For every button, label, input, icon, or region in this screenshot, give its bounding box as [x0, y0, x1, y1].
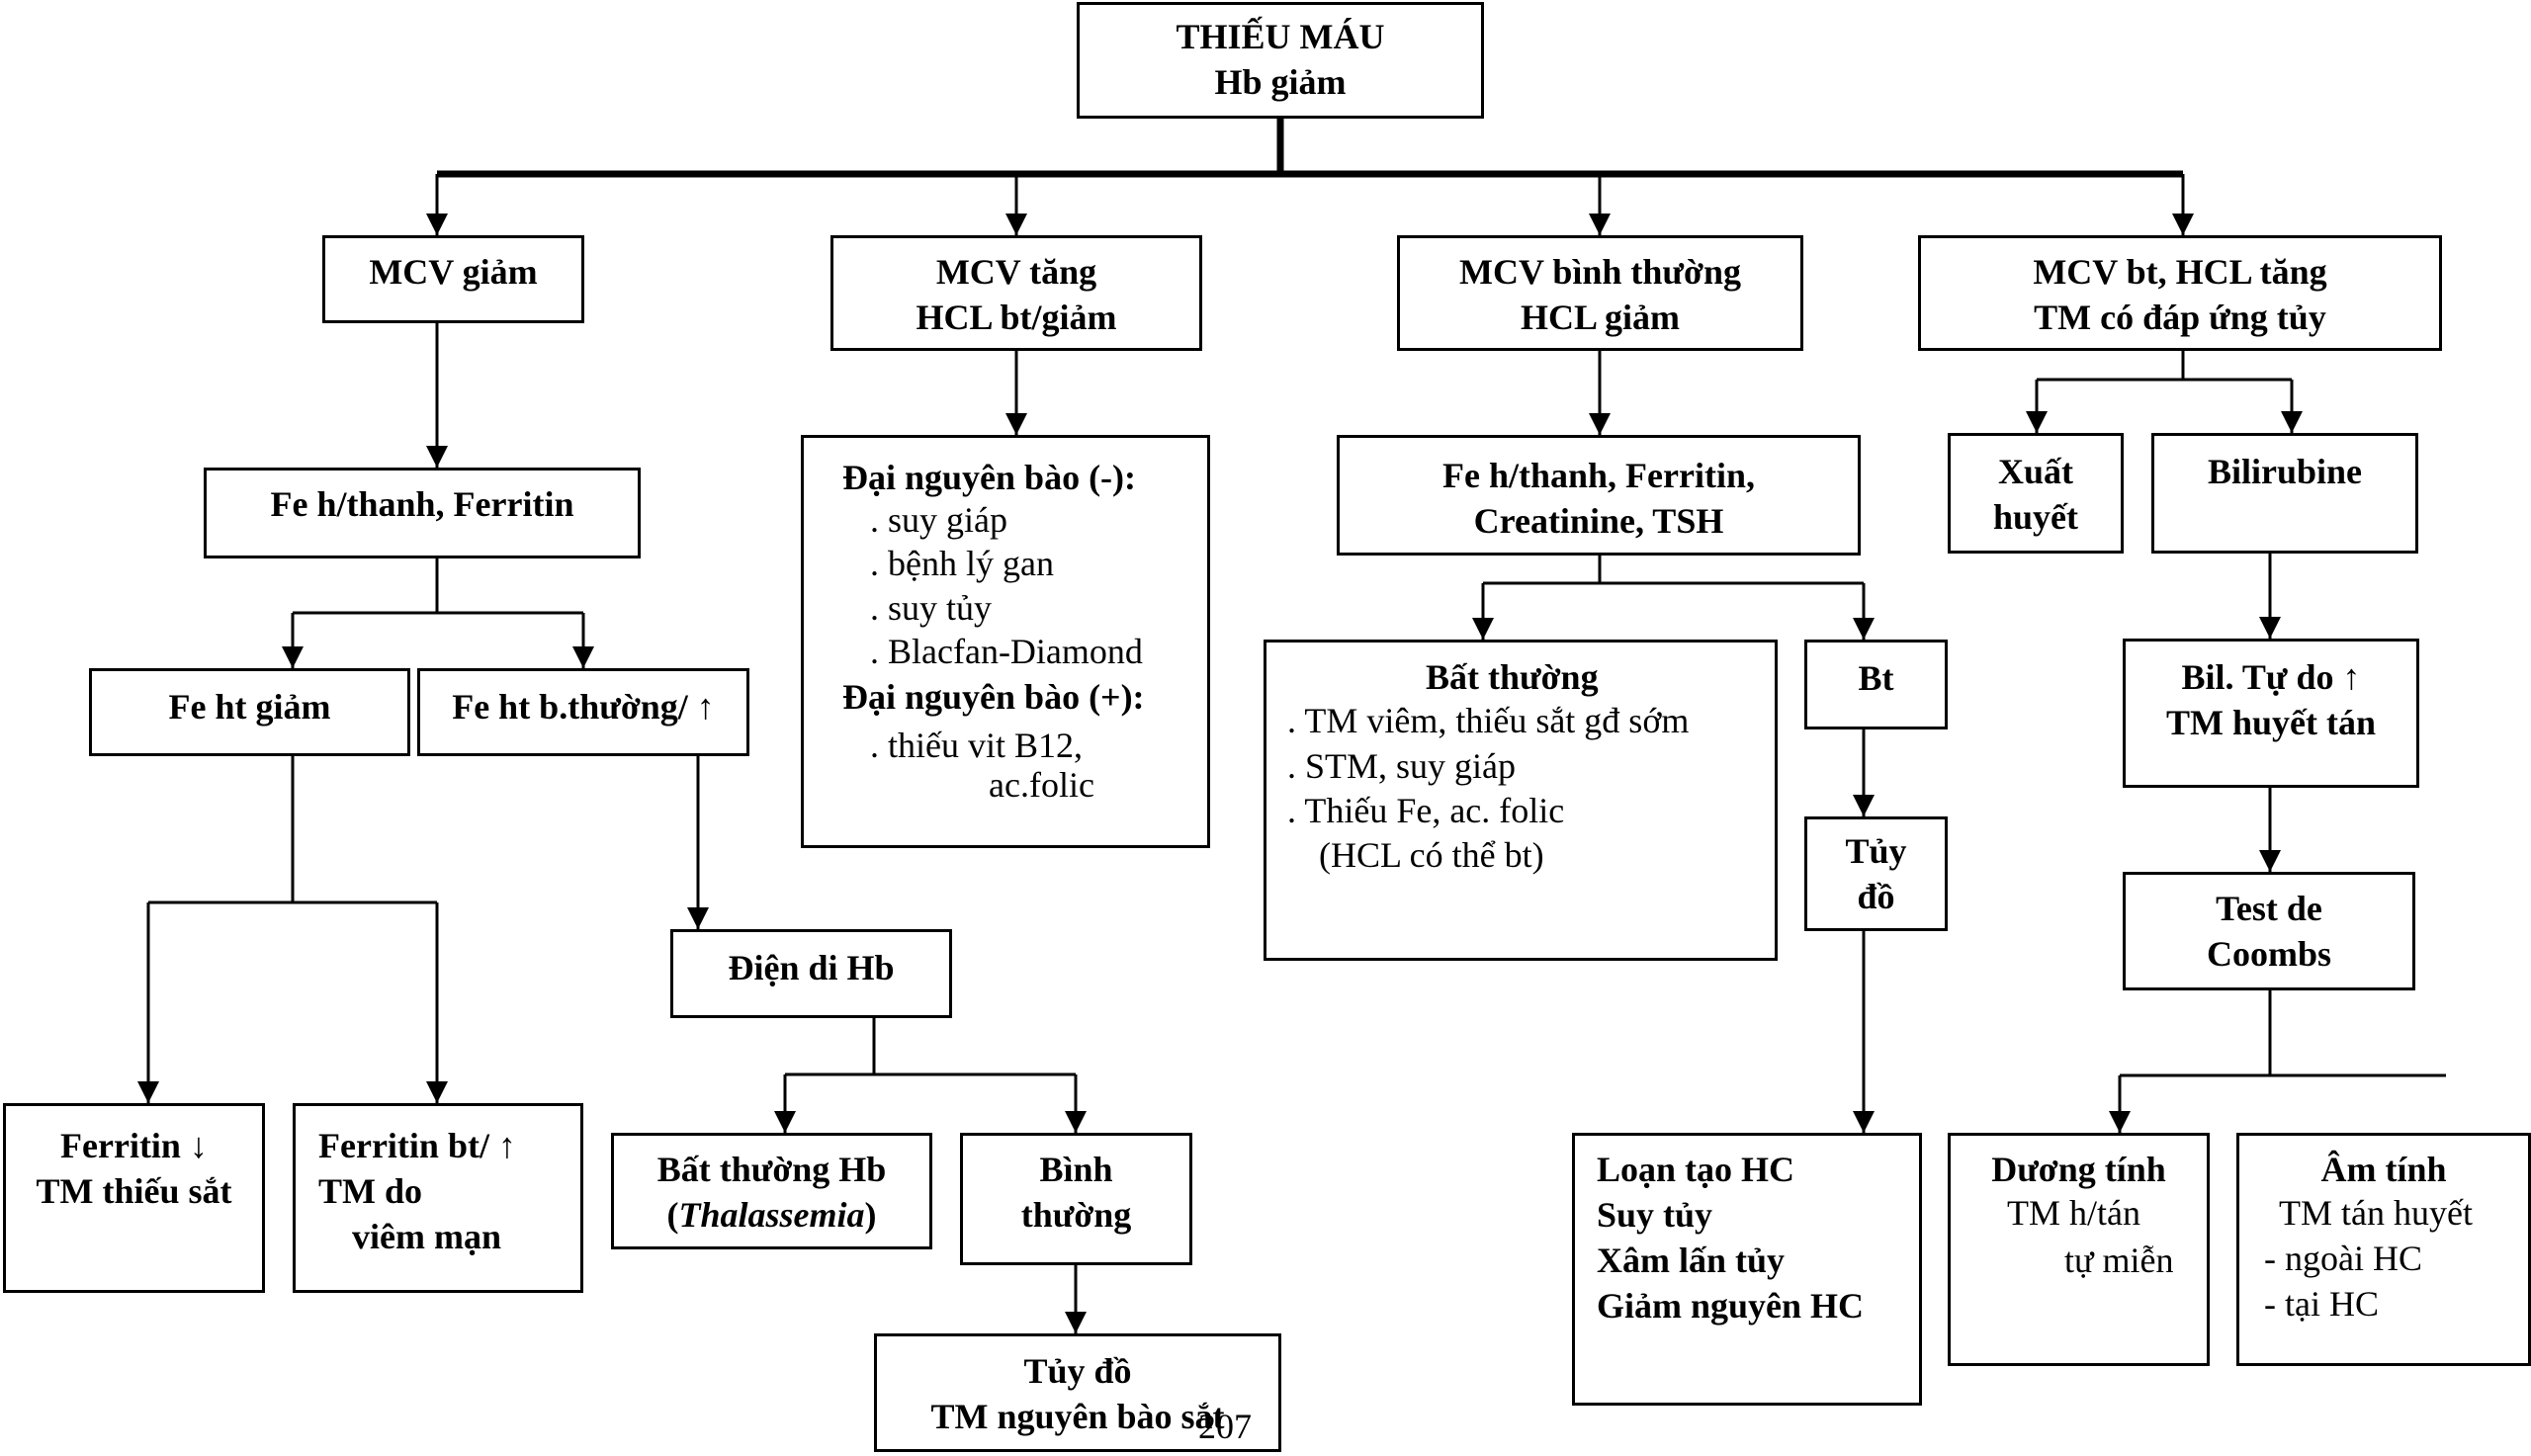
- bil-tu-do-line1: Bil. Tự do ↑: [2181, 657, 2361, 697]
- bt-item-tm-viem: . TM viêm, thiếu sắt gđ sớm: [1287, 701, 1690, 740]
- tuy-do-sat-box: [874, 1333, 1281, 1452]
- mcv-bt-line1: MCV bình thường: [1459, 252, 1741, 292]
- binh-thuong-box: [960, 1133, 1192, 1265]
- page-number: 207: [1198, 1407, 1252, 1446]
- ferritin-bt-line1: Ferritin bt/ ↑: [318, 1126, 516, 1165]
- fe-ht-giam-box: [89, 668, 410, 756]
- bat-thuong-box: [1264, 640, 1778, 961]
- root-box: [1077, 2, 1484, 119]
- mcv-tang-line1: MCV tăng: [935, 252, 1097, 292]
- mcv-giam-label: MCV giảm: [369, 252, 538, 292]
- mcv-giam-box: [322, 235, 584, 323]
- coombs-line2: Coombs: [2206, 934, 2332, 974]
- mcv-tang-box: [830, 235, 1202, 351]
- duong-tinh-box: [1948, 1133, 2210, 1366]
- thalassemia-term: Thalassemia: [678, 1195, 865, 1235]
- fe-ferritin-label: Fe h/thanh, Ferritin: [270, 484, 574, 524]
- duong-tinh-line2: tự miễn: [2064, 1241, 2174, 1280]
- root-subtitle: Hb giảm: [1214, 62, 1347, 102]
- am-tinh-title: Âm tính: [2320, 1150, 2447, 1189]
- fe-ht-giam-label: Fe ht giảm: [168, 687, 331, 727]
- bt-item-hcl: (HCL có thể bt): [1319, 835, 1544, 875]
- bat-thuong-hb-box: [611, 1133, 932, 1249]
- root-title: THIẾU MÁU: [1176, 17, 1385, 56]
- thalassemia-line: (Thalassemia): [666, 1195, 877, 1235]
- mcv-bt-hcl-tang-box: [1918, 235, 2442, 351]
- cause-suy-tuy: Suy tủy: [1597, 1195, 1713, 1235]
- xuat-huyet-box: [1948, 433, 2124, 554]
- am-tinh-line1: TM tán huyết: [2279, 1193, 2473, 1233]
- dien-di-hb-box: [670, 929, 952, 1018]
- tuy-do-sat-line1: Tủy đồ: [1023, 1351, 1132, 1391]
- tuy-causes-box: [1572, 1133, 1922, 1406]
- fe-ht-bt-box: [417, 668, 749, 756]
- ferritin-low-line1: Ferritin ↓: [60, 1126, 208, 1165]
- ferritin-low-line2: TM thiếu sắt: [36, 1171, 232, 1211]
- dai-nguyen-bao-neg: Đại nguyên bào (-):: [842, 458, 1137, 497]
- bt-item-thieu-fe: . Thiếu Fe, ac. folic: [1287, 791, 1565, 830]
- bil-tu-do-line2: TM huyết tán: [2165, 703, 2376, 742]
- tuy-do-sat-line2: TM nguyên bào sắt: [930, 1397, 1225, 1436]
- bt-label: Bt: [1858, 658, 1894, 698]
- mcv-bt-line2: HCL giảm: [1520, 298, 1680, 337]
- xuat-huyet-line1: Xuất: [1997, 452, 2073, 491]
- am-tinh-line2: - ngoài HC: [2264, 1239, 2422, 1278]
- bat-thuong-hb-line1: Bất thường Hb: [656, 1150, 887, 1189]
- bt-item-stm: . STM, suy giáp: [1287, 746, 1517, 786]
- bilirubine-box: [2151, 433, 2418, 554]
- neg-item-blacfan: . Blacfan-Diamond: [870, 632, 1143, 671]
- pos-item-folic: ac.folic: [989, 765, 1094, 805]
- coombs-line1: Test de: [2216, 889, 2322, 928]
- pos-item-b12: . thiếu vit B12,: [870, 726, 1083, 765]
- bat-thuong-label: Bất thường: [1426, 657, 1599, 697]
- ferritin-low-box: [3, 1103, 265, 1293]
- fe-ht-bt-label: Fe ht b.thường/ ↑: [452, 687, 715, 727]
- cause-xam-lan: Xâm lấn tủy: [1597, 1241, 1786, 1280]
- fe-creatinine-box: [1337, 435, 1861, 556]
- cause-loan-tao: Loạn tạo HC: [1597, 1150, 1795, 1189]
- xuat-huyet-line2: huyết: [1992, 497, 2078, 537]
- tuy-do-box: [1804, 816, 1948, 931]
- mcv-bt-hcl-tang-line2: TM có đáp ứng tủy: [2034, 298, 2326, 337]
- mcv-bt-hcl-tang-line1: MCV bt, HCL tăng: [2033, 252, 2327, 292]
- dai-nguyen-bao-pos: Đại nguyên bào (+):: [842, 677, 1145, 717]
- bil-tu-do-box: [2123, 639, 2419, 788]
- binh-thuong-line2: thường: [1020, 1195, 1132, 1235]
- tuy-do-line1: Tủy: [1845, 831, 1907, 871]
- binh-thuong-line1: Bình: [1039, 1150, 1113, 1189]
- bt-box: [1804, 640, 1948, 729]
- fe-ferritin-box: [204, 468, 641, 558]
- dien-di-hb-label: Điện di Hb: [728, 948, 895, 987]
- ferritin-bt-box: [293, 1103, 583, 1293]
- neg-item-benh-ly-gan: . bệnh lý gan: [870, 544, 1054, 583]
- bilirubine-label: Bilirubine: [2207, 452, 2363, 491]
- dai-nguyen-bao-box: [801, 435, 1210, 848]
- duong-tinh-title: Dương tính: [1991, 1150, 2166, 1189]
- am-tinh-box: [2236, 1133, 2531, 1366]
- mcv-bt-box: [1397, 235, 1803, 351]
- neg-item-suy-tuy: . suy tủy: [870, 588, 993, 628]
- duong-tinh-line1: TM h/tán: [2007, 1193, 2140, 1233]
- neg-item-suy-giap: . suy giáp: [870, 500, 1007, 540]
- tuy-do-line2: đồ: [1857, 877, 1895, 916]
- ferritin-bt-line3: viêm mạn: [352, 1217, 501, 1256]
- mcv-tang-line2: HCL bt/giảm: [916, 298, 1117, 337]
- ferritin-bt-line2: TM do: [318, 1171, 423, 1211]
- am-tinh-line3: - tại HC: [2264, 1284, 2379, 1324]
- fe-creatinine-line2: Creatinine, TSH: [1473, 501, 1724, 541]
- cause-giam-nguyen: Giảm nguyên HC: [1597, 1286, 1865, 1326]
- coombs-box: [2123, 872, 2415, 990]
- fe-creatinine-line1: Fe h/thanh, Ferritin,: [1442, 456, 1755, 495]
